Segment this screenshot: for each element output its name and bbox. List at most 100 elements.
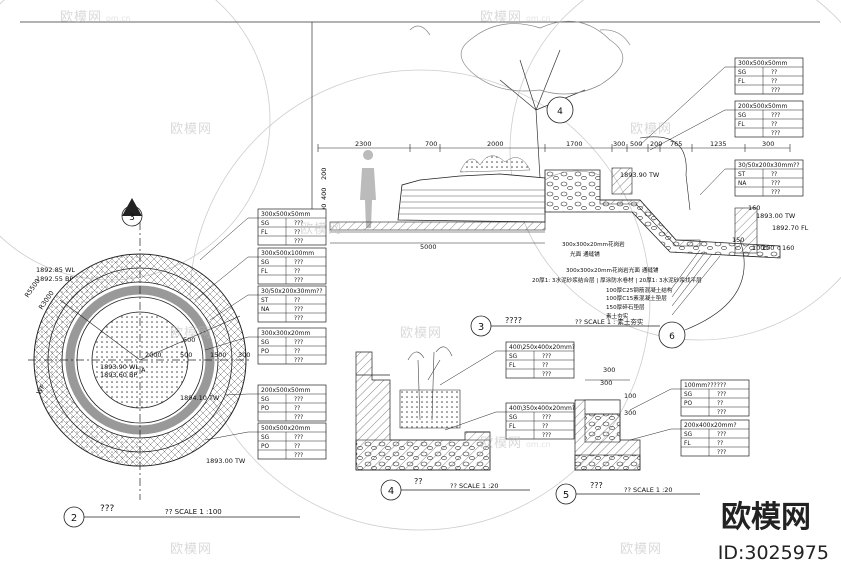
table-leader-line bbox=[199, 217, 258, 261]
brand-logo-text: 欧模网 bbox=[721, 500, 811, 535]
table-leader-line bbox=[194, 256, 258, 301]
table-value: ?? bbox=[542, 424, 548, 430]
table-code: SG bbox=[261, 260, 270, 266]
table-leader-line bbox=[209, 294, 258, 321]
section-left-dim: 200 bbox=[320, 168, 328, 180]
watermark: 欧模网 bbox=[620, 538, 662, 557]
watermark-site: om.cn bbox=[526, 440, 551, 449]
section-base-dim: 5000 bbox=[420, 243, 437, 251]
table-value: ?? bbox=[294, 444, 300, 450]
table-leader-line bbox=[649, 109, 735, 151]
table-value: ?? bbox=[294, 298, 300, 304]
elev-label: 1893.90 WL bbox=[100, 363, 139, 371]
table-code: PO bbox=[261, 349, 269, 355]
table-code: SG bbox=[261, 340, 270, 346]
table-header: 30/50x200x30mm?? bbox=[261, 288, 323, 295]
section-dim: 300 bbox=[613, 140, 625, 148]
detail-4-number: 4 bbox=[388, 486, 394, 497]
section-view: 2300 700 2000 1700 300 500 200 765 1235 … bbox=[317, 20, 809, 349]
section-dim: 765 bbox=[670, 140, 682, 148]
table-code: SG bbox=[261, 397, 270, 403]
table-value: ??? bbox=[294, 316, 303, 322]
table-header: 300x500x50mm bbox=[738, 60, 787, 67]
detail-callout: 6 bbox=[658, 321, 686, 349]
table-value: ?? bbox=[294, 269, 300, 275]
table-value: ??? bbox=[771, 131, 780, 137]
table-code: SG bbox=[261, 435, 270, 441]
plan-callout-number: 3 bbox=[129, 213, 135, 223]
tree-callout-number: 4 bbox=[557, 107, 563, 117]
plan-callout-marker: 3 bbox=[121, 198, 143, 227]
table-value: ??? bbox=[294, 221, 303, 227]
watermark-site: om.cn bbox=[106, 14, 131, 23]
section-dim: 2300 bbox=[355, 140, 372, 148]
table-leader-line bbox=[204, 431, 258, 441]
section-title: 3 ???? ?? SCALE 1 : 素土夯实 bbox=[470, 315, 660, 337]
material-note: 150厚碎石垫层 bbox=[606, 303, 645, 311]
table-value: ?? bbox=[771, 122, 777, 128]
table-value: ??? bbox=[294, 278, 303, 284]
table-value: ??? bbox=[542, 415, 551, 421]
table-code: SG bbox=[738, 70, 747, 76]
table-header: 400\250x400x20mm? bbox=[509, 344, 575, 351]
table-code: FL bbox=[261, 230, 268, 236]
plan-dim: 500 bbox=[183, 336, 195, 344]
table-value: ?? bbox=[717, 401, 723, 407]
section-title-number: 3 bbox=[478, 322, 484, 333]
watermark-brand: 欧模网 bbox=[620, 542, 663, 557]
table-value: ?? bbox=[771, 79, 777, 85]
table-header: 300x500x50mm bbox=[261, 211, 310, 218]
section-dim: 2000 bbox=[487, 140, 504, 148]
plan-title: 2 ??? ?? SCALE 1 :100 bbox=[63, 504, 300, 528]
plan-scale: ?? SCALE 1 :100 bbox=[165, 508, 222, 516]
table-value: ?? bbox=[542, 363, 548, 369]
watermark-brand: 欧模网 bbox=[480, 10, 523, 25]
tree-symbol bbox=[409, 20, 631, 179]
section-dim: 500 bbox=[630, 140, 642, 148]
table-header: 200x400x20mm? bbox=[684, 422, 737, 429]
table-value: ??? bbox=[542, 354, 551, 360]
table-code: PO bbox=[684, 401, 692, 407]
table-leader-line bbox=[699, 168, 735, 196]
table-value: ??? bbox=[542, 372, 551, 378]
table-header: 400\350x400x20mm? bbox=[509, 405, 575, 412]
table-leader-line bbox=[204, 336, 258, 351]
material-note: 20厚1: 3水泥砂浆结合层 | 厚涂防水卷材 | 20厚1: 3水泥砂浆找平层 bbox=[532, 276, 702, 284]
table-value: ??? bbox=[294, 358, 303, 364]
section-title-text: ???? bbox=[505, 316, 522, 325]
material-note: 300x300x20mm花岗岩 bbox=[562, 240, 625, 248]
section-left-dim: 400 bbox=[320, 188, 328, 200]
elev-label: 1892.85 WL bbox=[36, 266, 75, 274]
table-header: 30/50x200x30mm?? bbox=[738, 162, 800, 169]
section-elev: 1893.90 TW bbox=[620, 171, 660, 179]
section-small-dim: 150 bbox=[732, 236, 744, 244]
material-note: 素土夯实 bbox=[606, 312, 629, 320]
material-tag-table: 400\350x400x20mm?SG???FL????? bbox=[505, 402, 575, 440]
section-scale: ?? SCALE 1 : 素土夯实 bbox=[575, 317, 644, 326]
table-value: ??? bbox=[771, 190, 780, 196]
detail-5-dim: 300 bbox=[624, 409, 636, 417]
table-value: ??? bbox=[294, 415, 303, 421]
section-elev: 1892.70 FL bbox=[772, 224, 809, 232]
table-code: SG bbox=[738, 113, 747, 119]
watermark-brand: 欧模网 bbox=[170, 122, 213, 137]
detail-5-dim: 100 bbox=[624, 392, 636, 400]
watermark-brand: 欧模网 bbox=[300, 222, 343, 237]
watermark-brand: 欧模网 bbox=[480, 436, 523, 451]
material-note: 300x300x20mm花岗岩光面 通缝铺 bbox=[566, 266, 659, 274]
table-code: ST bbox=[738, 172, 746, 178]
table-code: NA bbox=[738, 181, 746, 187]
table-header: 500x500x20mm bbox=[261, 425, 310, 432]
material-tag-table: 200x400x20mm?SG???FL????? bbox=[680, 419, 750, 457]
table-value: ?? bbox=[294, 230, 300, 236]
table-code: FL bbox=[509, 424, 516, 430]
section-dim: 700 bbox=[425, 140, 437, 148]
table-value: ??? bbox=[717, 432, 726, 438]
table-value: ??? bbox=[771, 88, 780, 94]
